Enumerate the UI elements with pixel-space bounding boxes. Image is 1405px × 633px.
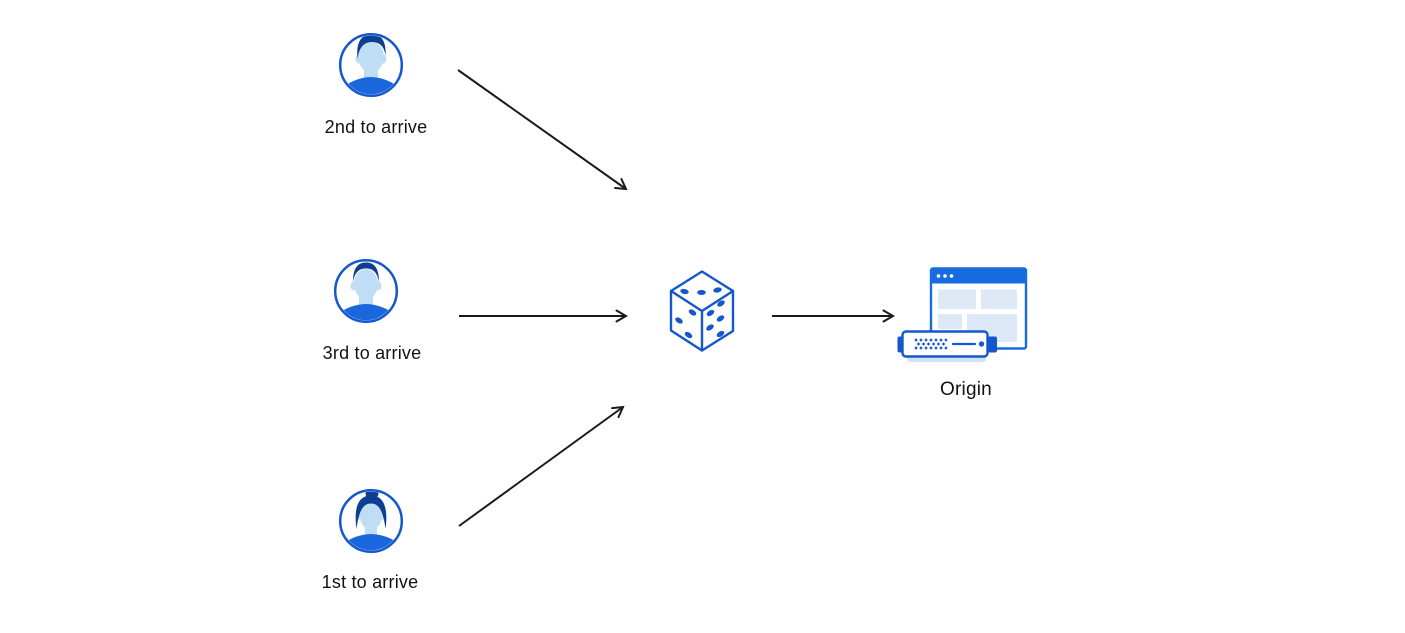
arrow-visitor-bottom-to-dice bbox=[458, 405, 625, 527]
visitor-top-label: 2nd to arrive bbox=[324, 117, 428, 137]
arrow-visitor-top-to-dice bbox=[457, 69, 628, 191]
male-avatar-icon bbox=[333, 258, 399, 324]
dice-icon bbox=[669, 270, 735, 352]
origin-label: Origin bbox=[940, 379, 992, 400]
visitor-middle-label: 3rd to arrive bbox=[322, 343, 422, 363]
female-avatar-icon bbox=[338, 488, 404, 554]
male-avatar-icon bbox=[338, 32, 404, 98]
visitor-bottom-label: 1st to arrive bbox=[321, 572, 419, 592]
origin-server-icon bbox=[897, 267, 1028, 362]
